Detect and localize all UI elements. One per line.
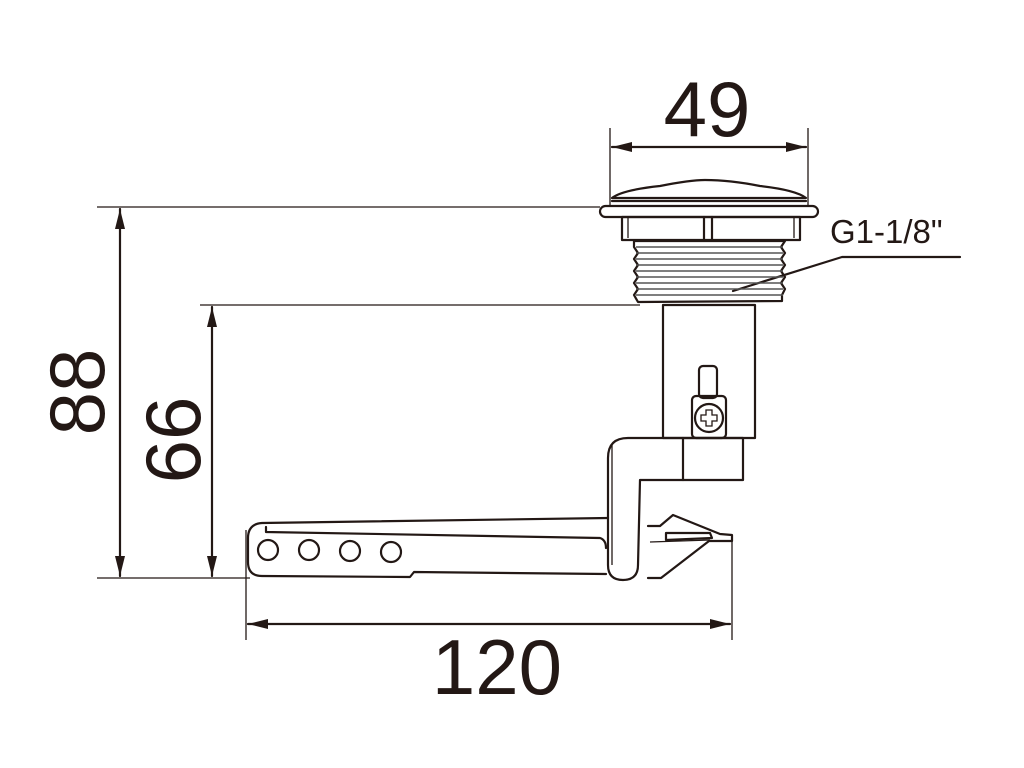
- dimension-lever-height: 66: [129, 304, 640, 578]
- dimension-49-label: 49: [664, 65, 751, 153]
- clamp-screw: [690, 364, 728, 440]
- dimension-lever-length: 120: [245, 530, 733, 711]
- valve-tube: [661, 303, 757, 440]
- dimension-66-label: 66: [129, 397, 217, 484]
- adjustment-hole: [338, 539, 362, 563]
- dimension-total-height: 88: [33, 206, 600, 579]
- push-button-cap: [598, 178, 820, 242]
- dimension-cap-diameter: 49: [609, 65, 809, 205]
- connector-block: [681, 436, 745, 482]
- lever-arm: [246, 516, 610, 579]
- dimension-120-label: 120: [432, 623, 562, 711]
- adjustment-hole: [297, 538, 321, 562]
- dimension-88-label: 88: [33, 349, 121, 436]
- lever-hook: [646, 513, 734, 580]
- adjustment-hole: [256, 538, 280, 562]
- thread-label: G1-1/8": [830, 213, 943, 250]
- adjustment-hole: [379, 540, 403, 564]
- thread-callout: G1-1/8": [731, 213, 962, 293]
- l-bracket: [606, 436, 685, 582]
- threaded-body: [632, 239, 787, 304]
- phillips-screw-icon: [700, 409, 718, 427]
